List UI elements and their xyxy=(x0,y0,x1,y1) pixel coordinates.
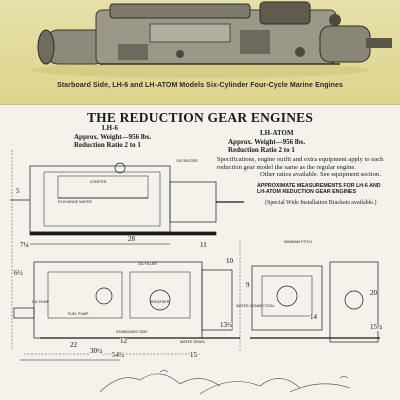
engine-photo: Starboard Side, LH-6 and LH-ATOM Models … xyxy=(0,0,400,105)
lhatom-ratio: Reduction Ratio 2 to 1 xyxy=(228,146,295,155)
dim-15b: 15½ xyxy=(370,323,383,331)
special-brackets-note: (Special Wide Installation Brackets avai… xyxy=(265,199,377,206)
approx-measurements-note: APPROXIMATE MEASUREMENTS FOR LH-6 AND LH… xyxy=(257,182,381,196)
lh6-specs: LH-6 Approx. Weight—956 lbs. Reduction R… xyxy=(74,124,224,150)
spec-notes: Specifications, engine outfit and extra … xyxy=(217,156,387,207)
lhatom-specs: LH-ATOM Approx. Weight—956 lbs. Reductio… xyxy=(228,129,368,155)
side-view-block xyxy=(29,165,171,233)
dim-15: 15 xyxy=(190,351,197,359)
page-title: THE REDUCTION GEAR ENGINES xyxy=(86,110,314,125)
ratios-note: Other ratios available. See equipment se… xyxy=(259,171,381,179)
label-breather: BREATHER xyxy=(150,300,170,304)
label-oil-pump: OIL PUMP xyxy=(32,300,50,304)
lh6-model: LH-6 xyxy=(102,124,118,132)
label-minimum-pitch: MINIMUM PITCH xyxy=(284,240,312,244)
label-outrigger: OUTRIGGER xyxy=(176,159,198,163)
dim-9: 9 xyxy=(246,281,250,289)
dim-6: 6½ xyxy=(14,269,23,277)
label-starboard-side: STARBOARD SIDE xyxy=(116,330,148,334)
lh6-weight: Approx. Weight—956 lbs. xyxy=(74,132,152,141)
label-exchange-water: EXCHANGE WATER xyxy=(58,200,92,204)
dim-10: 10 xyxy=(226,257,233,265)
label-starter: STARTER xyxy=(90,180,107,184)
front-view-block xyxy=(33,261,203,339)
photo-caption: Starboard Side, LH-6 and LH-ATOM Models … xyxy=(56,82,344,89)
dim-22: 22 xyxy=(70,341,77,349)
dim-7: 7¼ xyxy=(20,241,29,249)
reduction-gear-side xyxy=(169,181,217,223)
dim-5: 5 xyxy=(16,187,20,195)
dim-54: 54½ xyxy=(112,351,125,359)
lhatom-weight: Approx. Weight—956 lbs. xyxy=(228,137,306,146)
label-water-drain: WATER DRAIN xyxy=(180,340,205,344)
dim-11: 11 xyxy=(200,241,207,249)
lhatom-model: LH-ATOM xyxy=(260,129,294,137)
marine-engine-illustration xyxy=(30,1,392,78)
dim-20: 20 xyxy=(370,289,377,297)
waves-illustration xyxy=(99,369,351,395)
specs-note: Specifications, engine outfit and extra … xyxy=(217,156,384,171)
dim-14: 14 xyxy=(310,313,317,321)
dim-12: 12 xyxy=(120,337,127,345)
label-water-connection: WATER CONNECTION xyxy=(236,304,274,308)
dim-30: 30½ xyxy=(90,347,103,355)
dim-13: 13½ xyxy=(220,321,233,329)
dim-28: 28 xyxy=(128,235,135,243)
label-oil-filler: OIL FILLER xyxy=(138,262,157,266)
lh6-ratio: Reduction Ratio 2 to 1 xyxy=(74,141,141,150)
label-fuel-pump: FUEL PUMP xyxy=(68,312,89,316)
